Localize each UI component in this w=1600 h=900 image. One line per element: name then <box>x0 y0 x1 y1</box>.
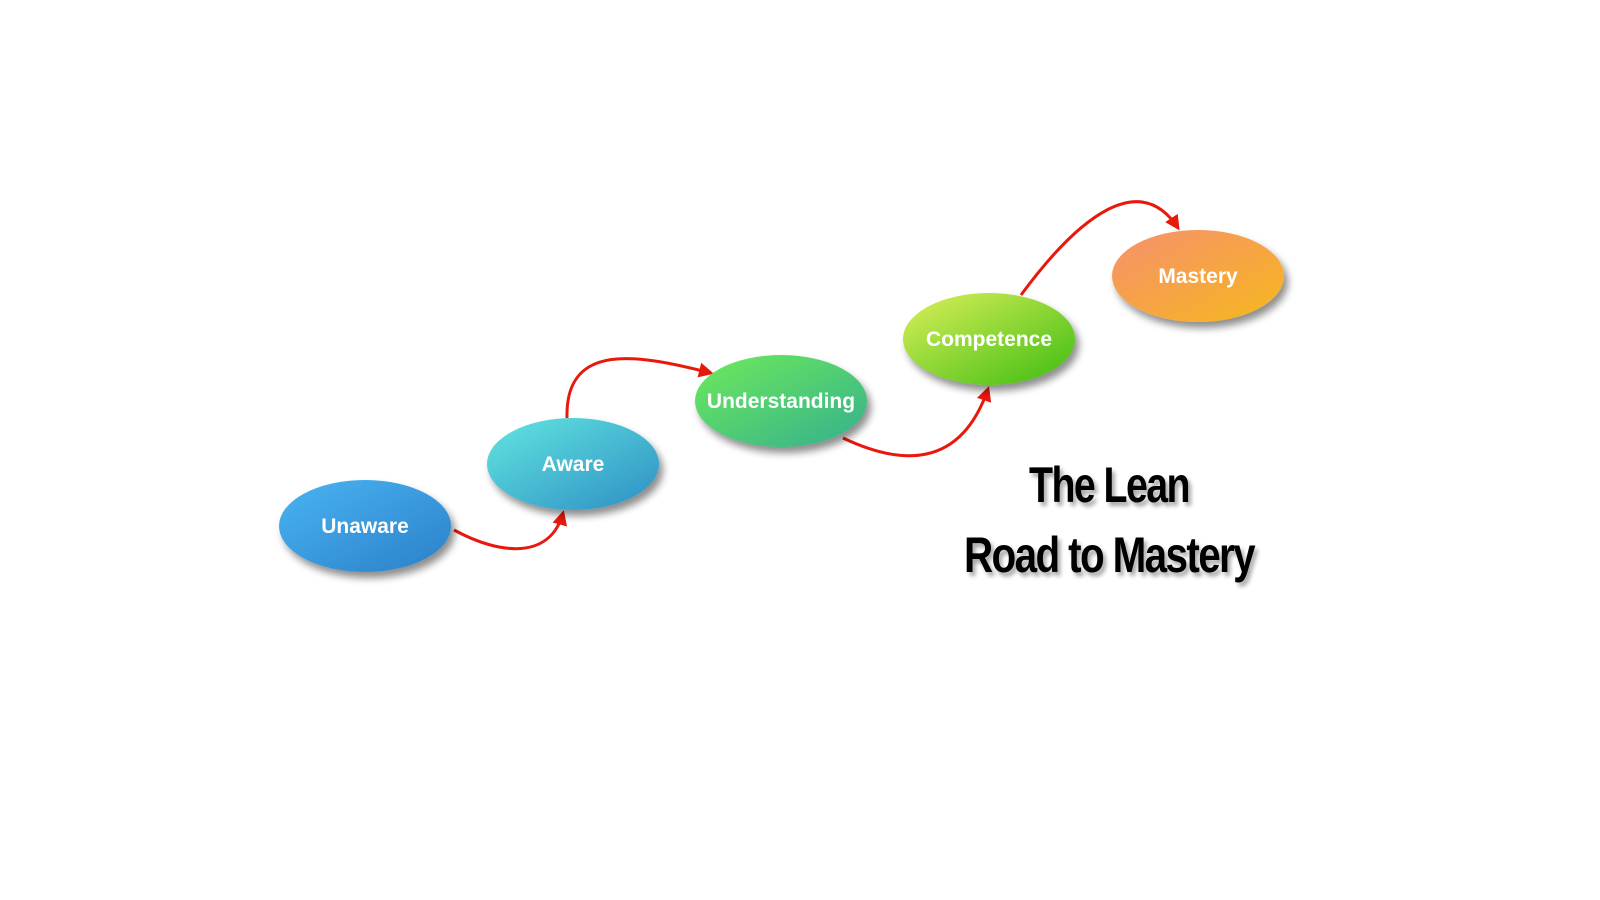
arrow-competence-to-mastery <box>1019 200 1180 296</box>
title-line-2: Road to Mastery <box>964 527 1256 583</box>
stage-label: Understanding <box>707 390 855 413</box>
stage-aware: Aware <box>487 418 659 510</box>
stage-unaware: Unaware <box>279 480 451 572</box>
stage-ellipse <box>279 480 451 572</box>
stage-label: Competence <box>926 328 1052 351</box>
arrow-aware-to-understanding <box>565 357 714 419</box>
arrow-unaware-to-aware <box>453 510 568 551</box>
stage-label: Aware <box>542 453 605 476</box>
diagram-title: The Lean Road to Mastery <box>964 457 1258 583</box>
connectors <box>453 200 1180 551</box>
title-line-1: The Lean <box>1029 457 1189 513</box>
stage-ellipse <box>903 293 1075 385</box>
stage-label: Mastery <box>1158 265 1238 288</box>
stage-label: Unaware <box>321 515 409 538</box>
stage-mastery: Mastery <box>1112 230 1284 322</box>
stage-ellipse <box>487 418 659 510</box>
stage-competence: Competence <box>903 293 1075 385</box>
stage-understanding: Understanding <box>695 355 867 447</box>
stage-ellipse <box>695 355 867 447</box>
arrow-understanding-to-competence <box>842 386 992 458</box>
stage-ellipse <box>1112 230 1284 322</box>
